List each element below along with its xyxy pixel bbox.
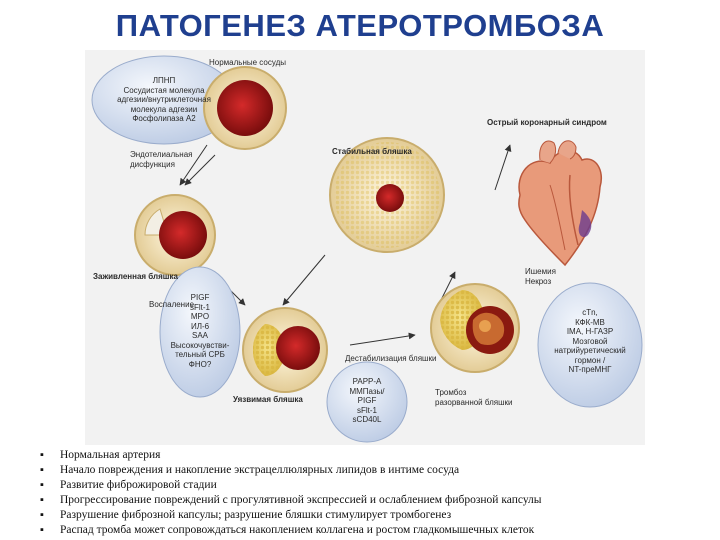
bubble-right-line: гормон / bbox=[574, 355, 606, 365]
diagram-graphics bbox=[91, 55, 643, 443]
label-destabilization: Дестабилизация бляшки bbox=[345, 354, 437, 363]
bubble-top-line: Фосфолипаза А2 bbox=[132, 114, 196, 123]
bubble-left-line: sFlt-1 bbox=[190, 302, 210, 312]
bullet-item: Прогрессирование повреждений с прогуляти… bbox=[40, 493, 704, 508]
heart-icon bbox=[518, 140, 602, 267]
bubble-left-line: SAA bbox=[191, 331, 208, 340]
label-thrombosis-line: разорванной бляшки bbox=[435, 398, 513, 407]
bubble-mid-line: PIGF bbox=[357, 396, 377, 405]
bubble-mid-line: PAPP-A bbox=[352, 377, 382, 386]
bubble-right-line: cTn, bbox=[582, 308, 598, 317]
label-normal-vessels: Нормальные сосуды bbox=[209, 58, 286, 67]
bubble-left-line: ИЛ-6 bbox=[190, 321, 210, 331]
bullet-list: Нормальная артерия Начало повреждения и … bbox=[40, 448, 704, 538]
bubble-right-line: NT-преМНГ bbox=[568, 365, 612, 374]
label-endo-line: дисфункция bbox=[130, 160, 175, 169]
bullet-item: Распад тромба может сопровождаться накоп… bbox=[40, 523, 704, 538]
bubble-left-text: PIGF sFlt-1 MPO ИЛ-6 SAA Высокочувстви- … bbox=[160, 293, 240, 369]
bubble-mid-line: sFlt-1 bbox=[357, 405, 377, 415]
bullet-item: Разрушение фиброзной капсулы; разрушение… bbox=[40, 508, 704, 523]
label-ischemia-line: Некроз bbox=[525, 277, 552, 286]
bubble-left-line: MPO bbox=[190, 312, 210, 321]
label-endothelial-dysfunction: Эндотелиальная дисфункция bbox=[130, 150, 193, 170]
atherothrombosis-diagram: Нормальные сосуды ЛПНП Сосудистая молеку… bbox=[85, 50, 645, 445]
bubble-mid-text: PAPP-A ММПазы/ PIGF sFlt-1 sCD40L bbox=[327, 377, 407, 425]
bubble-left-line: тельный СРБ bbox=[175, 350, 225, 359]
label-ischemia-line: Ишемия bbox=[525, 267, 556, 276]
bubble-mid-line: ММПазы/ bbox=[349, 386, 385, 396]
label-stable-plaque: Стабильная бляшка bbox=[332, 147, 412, 156]
bubble-top-line: адгезии/внутриклеточная bbox=[117, 95, 211, 104]
bubble-left-line: ФНО? bbox=[188, 359, 212, 369]
bullet-item: Развитие фиброжировой стадии bbox=[40, 478, 704, 493]
bubble-left-line: PIGF bbox=[190, 293, 210, 302]
bubble-right-line: Мозговой bbox=[572, 336, 608, 346]
bubble-top-line: ЛПНП bbox=[152, 76, 176, 85]
label-acute-coronary-syndrome: Острый коронарный синдром bbox=[487, 118, 607, 127]
bubble-top-line: молекула адгезии bbox=[130, 104, 198, 114]
label-thrombosis-line: Тромбоз bbox=[435, 388, 467, 397]
bubble-right-line: IMA, Н-ГАЗР bbox=[566, 327, 614, 336]
bubble-mid-line: sCD40L bbox=[352, 415, 382, 424]
bubble-top-line: Сосудистая молекула bbox=[123, 85, 205, 95]
label-endo-line: Эндотелиальная bbox=[130, 150, 193, 159]
bubble-top-text: ЛПНП Сосудистая молекула адгезии/внутрик… bbox=[99, 76, 229, 124]
label-thrombosis: Тромбоз разорванной бляшки bbox=[435, 388, 512, 408]
label-inflammation: Воспаление bbox=[149, 300, 195, 309]
bullet-item: Начало повреждения и накопление экстраце… bbox=[40, 463, 704, 478]
label-healed-plaque: Заживленная бляшка bbox=[93, 272, 178, 281]
label-vulnerable-plaque: Уязвимая бляшка bbox=[233, 395, 303, 404]
bubble-right-text: cTn, КФК-МВ IMA, Н-ГАЗР Мозговой натрийу… bbox=[540, 308, 640, 375]
bubble-right-line: КФК-МВ bbox=[575, 317, 605, 327]
bubble-right-line: натрийуретический bbox=[554, 346, 626, 355]
label-ischemia-necrosis: Ишемия Некроз bbox=[525, 267, 556, 287]
bubble-left-line: Высокочувстви- bbox=[170, 340, 230, 350]
page-title: ПАТОГЕНЕЗ АТЕРОТРОМБОЗА bbox=[115, 8, 605, 43]
bullet-item: Нормальная артерия bbox=[40, 448, 704, 463]
